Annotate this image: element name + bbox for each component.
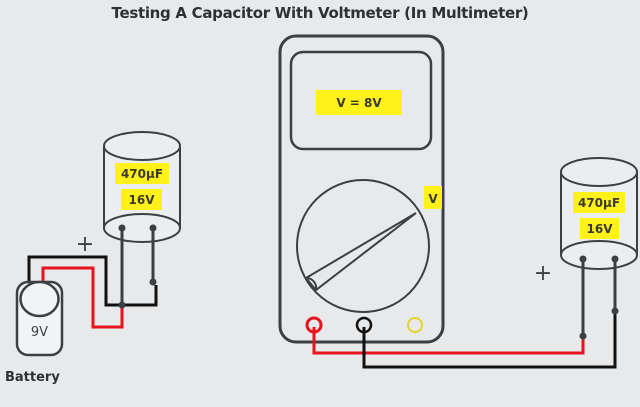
capacitor-left: 470µF 16V + — [76, 131, 181, 309]
battery-caption: Battery — [5, 370, 60, 385]
capacitor-right-plus-sign: + — [534, 261, 552, 286]
dial-pointer — [304, 212, 417, 292]
diagram-title: Testing A Capacitor With Voltmeter (In M… — [111, 4, 529, 22]
battery-voltage-label: 9V — [31, 325, 48, 340]
black-wire-battery — [27, 255, 158, 307]
capacitor-right-capacitance: 470µF — [578, 196, 620, 210]
battery-wires — [27, 255, 158, 329]
red-wire-battery — [41, 266, 124, 329]
port-yellow — [407, 317, 423, 333]
capacitor-left-voltage: 16V — [129, 193, 156, 207]
red-probe-wire — [312, 327, 585, 355]
selector-dial — [296, 179, 430, 313]
battery: 9V — [15, 280, 64, 357]
multimeter: V = 8V V — [278, 34, 445, 344]
capacitor-right-voltage: 16V — [587, 222, 614, 236]
black-probe-wire — [362, 314, 617, 369]
dial-mode-label: V — [428, 192, 438, 206]
capacitor-left-plus-sign: + — [76, 232, 94, 257]
capacitor-right: 470µF 16V + — [534, 157, 638, 340]
capacitor-left-capacitance: 470µF — [121, 167, 163, 181]
multimeter-reading: V = 8V — [336, 96, 382, 110]
